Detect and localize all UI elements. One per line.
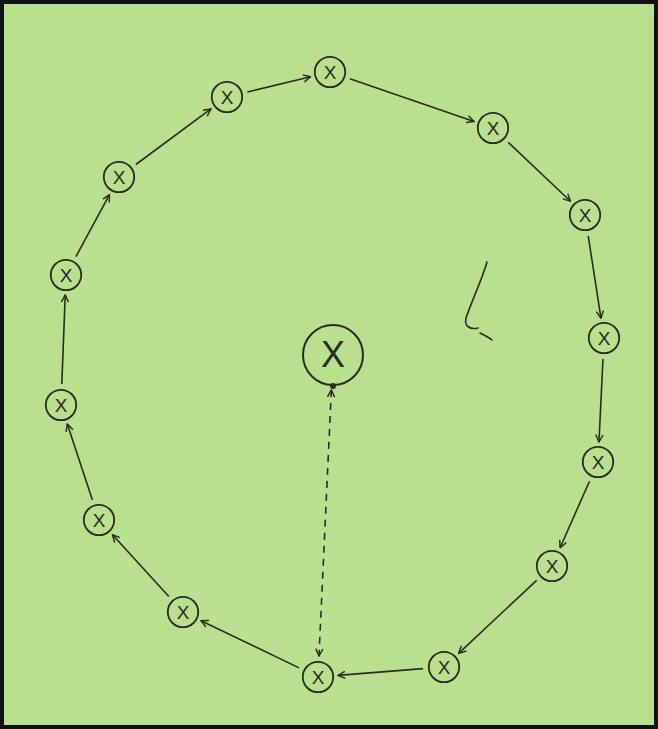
player-mark: X bbox=[487, 119, 500, 138]
player-mark: X bbox=[324, 63, 337, 82]
rotation-arrow bbox=[338, 669, 423, 676]
player-mark: X bbox=[60, 266, 73, 285]
rotation-arrow bbox=[459, 580, 537, 653]
player-circle: X bbox=[587, 321, 621, 355]
rotation-arrow bbox=[67, 424, 92, 500]
player-circle: X bbox=[44, 388, 78, 422]
player-circle: X bbox=[535, 549, 569, 583]
player-circle: X bbox=[166, 595, 200, 629]
player-mark: X bbox=[93, 511, 106, 530]
player-mark: X bbox=[546, 557, 559, 576]
player-mark: X bbox=[55, 396, 68, 415]
player-mark: X bbox=[592, 453, 605, 472]
player-circle: X bbox=[49, 258, 83, 292]
player-mark: X bbox=[438, 658, 451, 677]
rotation-arrow bbox=[350, 79, 474, 122]
player-circle: X bbox=[82, 503, 116, 537]
rotation-arrow bbox=[62, 295, 65, 384]
player-mark: X bbox=[221, 88, 234, 107]
rotation-arrow bbox=[112, 535, 168, 597]
rotation-arrow bbox=[588, 236, 601, 318]
player-circle: X bbox=[476, 111, 510, 145]
player-circle: X bbox=[210, 80, 244, 114]
player-mark: X bbox=[113, 168, 126, 187]
player-circle: X bbox=[102, 160, 136, 194]
center-player-circle: X bbox=[301, 323, 365, 387]
rotation-arrow bbox=[508, 142, 570, 201]
player-circle: X bbox=[313, 55, 347, 89]
rotation-arrow bbox=[599, 359, 603, 442]
rotation-arrow bbox=[76, 195, 109, 257]
dashed-double-arrow bbox=[319, 390, 331, 656]
player-circle: X bbox=[427, 650, 461, 684]
rotation-arrow bbox=[201, 621, 299, 668]
player-mark: X bbox=[312, 668, 325, 687]
player-circle: X bbox=[581, 445, 615, 479]
player-mark: X bbox=[579, 206, 592, 225]
rotation-arrow bbox=[560, 481, 589, 548]
player-mark: X bbox=[177, 603, 190, 622]
player-mark: X bbox=[598, 329, 611, 348]
player-circle: X bbox=[568, 198, 602, 232]
nose-sketch bbox=[466, 262, 492, 340]
rotation-arrow bbox=[136, 109, 211, 165]
player-mark: X bbox=[321, 337, 345, 373]
player-circle: X bbox=[301, 660, 335, 694]
rotation-arrow bbox=[247, 77, 310, 92]
